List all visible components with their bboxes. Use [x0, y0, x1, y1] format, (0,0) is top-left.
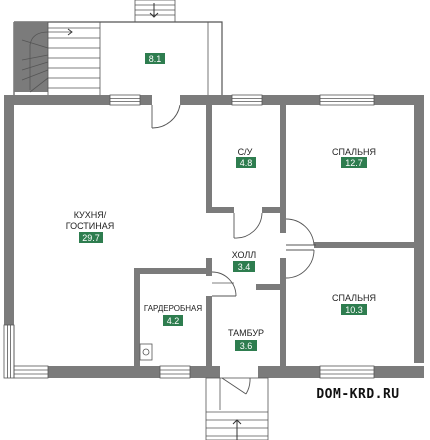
room-name-wardrobe: ГАРДЕРОБНАЯ: [144, 304, 202, 313]
room-name-hall: ХОЛЛ: [232, 250, 257, 260]
room-name-bathroom: С/У: [238, 147, 253, 157]
entrance-arrow-icon: [149, 3, 159, 18]
window-top-kitchen: [109, 94, 141, 106]
wall-bottom-right-b: [374, 366, 424, 378]
wall-top-middle: [180, 95, 232, 105]
exterior-walls: [4, 95, 424, 378]
brand-watermark: DOM-KRD.RU: [316, 387, 399, 402]
stair-arrow-icon: [67, 28, 73, 36]
entrance-bottom-arrow-icon: [232, 419, 242, 440]
area-kitchen: 29.7: [82, 233, 100, 243]
wall-hall-left: [206, 258, 212, 276]
room-name-kitchen-line2: ГОСТИНАЯ: [66, 221, 115, 231]
wall-vestibule-top: [256, 284, 286, 290]
window-top-bedroom: [319, 94, 375, 106]
wall-right: [414, 95, 424, 363]
wall-bath-left: [206, 105, 212, 213]
wall-top-left: [14, 95, 110, 105]
window-bottom-corner: [13, 365, 49, 379]
wall-wardrobe-left: [134, 268, 140, 366]
wall-wardrobe-top: [134, 268, 206, 274]
room-hall: ХОЛЛ 3.4: [232, 250, 257, 272]
wall-left: [4, 95, 14, 325]
room-name-bedroom2: СПАЛЬНЯ: [332, 293, 376, 303]
wall-bottom-mid: [190, 366, 220, 378]
room-vestibule: ТАМБУР 3.6: [228, 328, 264, 351]
window-bottom-bedroom: [319, 365, 375, 379]
window-bottom-wardrobe: [159, 365, 191, 379]
wall-bedrooms-divider: [314, 242, 414, 248]
area-terrace: 8.1: [149, 54, 162, 64]
doors: [151, 104, 316, 395]
area-bathroom: 4.8: [240, 158, 253, 168]
door-bedroom1: [285, 218, 316, 246]
wardrobe-fixture-icon: [139, 343, 153, 361]
window-left-corner: [3, 324, 15, 379]
area-badge: [341, 304, 367, 315]
door-bathroom: [233, 212, 263, 239]
windows: [3, 94, 375, 379]
room-bedroom1: СПАЛЬНЯ 12.7: [332, 147, 376, 168]
wall-bottom-left: [48, 366, 160, 378]
wall-bath-right: [280, 105, 286, 233]
door-bedroom2: [285, 249, 315, 279]
area-hall: 3.4: [238, 262, 251, 272]
room-name-kitchen-line1: КУХНЯ/: [74, 210, 107, 220]
area-badge: [79, 232, 103, 243]
door-wardrobe: [211, 271, 237, 297]
wall-top-right-a: [262, 95, 320, 105]
room-wardrobe: ГАРДЕРОБНАЯ 4.2: [144, 304, 202, 326]
wall-bath-bottom-left: [206, 207, 234, 213]
wall-top-right-b: [374, 95, 424, 105]
area-wardrobe: 4.2: [167, 316, 180, 326]
staircase: [14, 22, 101, 95]
wall-bath-bottom-right: [262, 207, 286, 213]
wall-top-door-jamb: [140, 95, 152, 105]
room-name-bedroom1: СПАЛЬНЯ: [332, 147, 376, 157]
area-badge: [163, 315, 183, 326]
area-vestibule: 3.6: [240, 341, 253, 351]
wall-vestibule-left: [206, 296, 212, 366]
area-badge: [233, 261, 255, 272]
door-terrace: [151, 104, 181, 129]
room-kitchen: КУХНЯ/ ГОСТИНАЯ 29.7: [66, 210, 115, 243]
room-bathroom: С/У 4.8: [236, 147, 256, 168]
area-badge: [145, 53, 165, 64]
room-bedroom2: СПАЛЬНЯ 10.3: [332, 293, 376, 315]
terrace-top-steps: [134, 0, 176, 23]
wall-hall-right: [280, 258, 286, 366]
area-badge: [341, 157, 367, 168]
room-terrace: 8.1: [145, 53, 165, 64]
area-badge: [236, 157, 256, 168]
area-bedroom2: 10.3: [345, 305, 363, 315]
room-name-vestibule: ТАМБУР: [228, 328, 264, 338]
area-bedroom1: 12.7: [345, 158, 363, 168]
door-entrance: [221, 377, 251, 395]
wall-bottom-right-a: [258, 366, 320, 378]
area-badge: [235, 340, 257, 351]
window-top-bath: [231, 94, 263, 106]
interior-walls: [134, 105, 414, 366]
